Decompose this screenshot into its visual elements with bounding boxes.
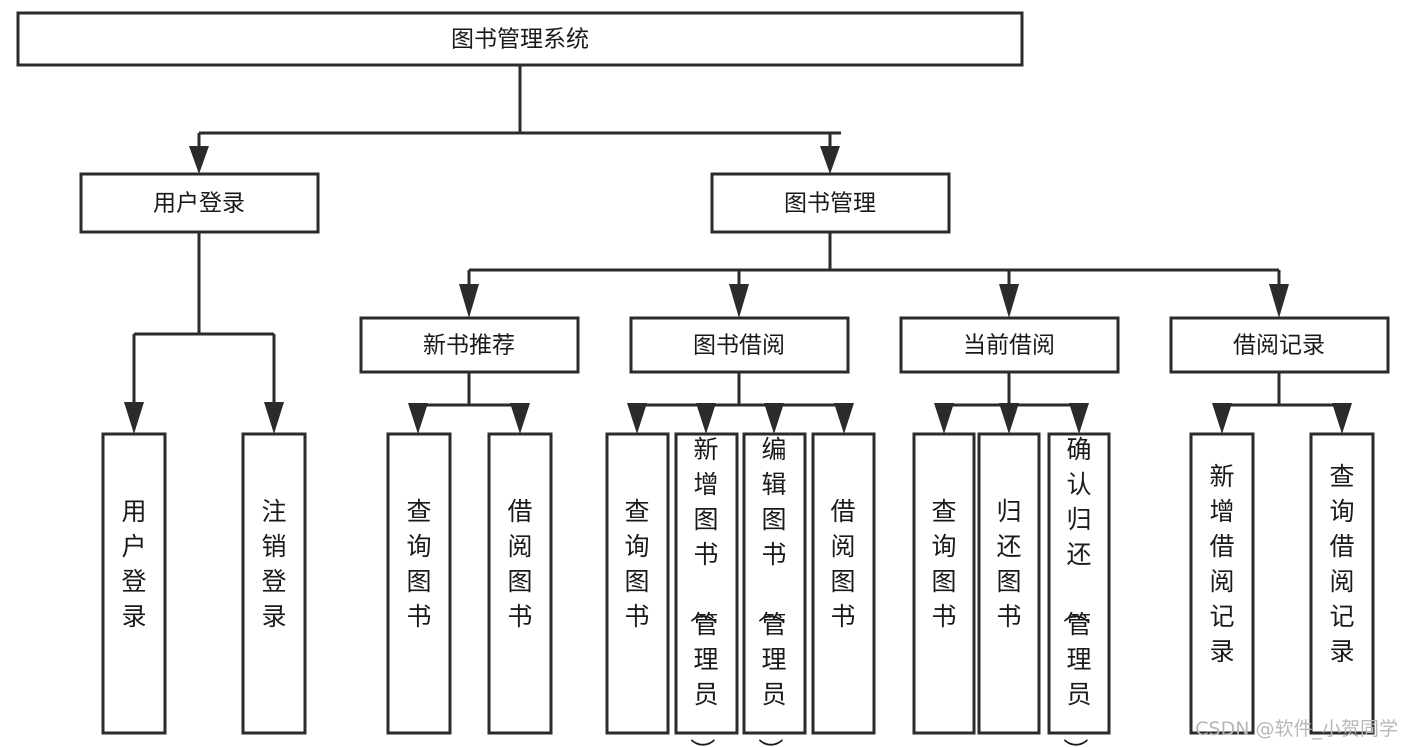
leaf-query-book-1-box[interactable] [386, 432, 452, 735]
leaf-return-book-label: 归还图书 [996, 497, 1021, 631]
node-root-box[interactable] [16, 11, 1024, 67]
leaf-node-query-record[interactable]: 查询借阅记录 [1309, 432, 1375, 735]
leaf-borrow-book-2-box[interactable] [811, 432, 876, 735]
leaf-node-confirm-return[interactable]: 确认归还（管理员） [1047, 432, 1111, 747]
leaf-logout-login-box[interactable] [241, 432, 307, 735]
node-user-login-label: 用户登录 [153, 191, 245, 217]
node-borrow-record[interactable]: 借阅记录 [1169, 316, 1390, 374]
leaf-borrow-book-1-box[interactable] [487, 432, 553, 735]
leaf-node-add-book[interactable]: 新增图书（管理员） [674, 432, 739, 747]
node-book-borrow-label: 图书借阅 [693, 333, 785, 359]
leaf-node-borrow-book-2[interactable]: 借阅图书 [811, 432, 876, 735]
leaf-add-book-box[interactable] [674, 432, 739, 735]
arrow-head-leaf-confirm-return [1069, 403, 1089, 434]
arrow-head-new-book-rec [459, 284, 479, 318]
arrow-head-leaf-query-book-3 [934, 403, 954, 434]
arrow-head-book-borrow [729, 284, 749, 318]
node-borrow-record-label: 借阅记录 [1233, 333, 1325, 359]
leaf-query-record-label: 查询借阅记录 [1329, 462, 1354, 666]
leaf-node-query-book-2[interactable]: 查询图书 [605, 432, 670, 735]
connector-layer [124, 65, 1352, 434]
leaf-borrow-book-1-label: 借阅图书 [507, 497, 532, 631]
node-current-borrow-label: 当前借阅 [963, 333, 1055, 359]
arrow-head-user-login [189, 146, 209, 174]
node-new-book-rec-box[interactable] [359, 316, 580, 374]
leaf-query-book-2-label: 查询图书 [624, 497, 649, 631]
leaf-return-book-box[interactable] [977, 432, 1041, 735]
leaf-logout-login-label: 注销登录 [261, 497, 286, 631]
leaf-add-record-box[interactable] [1189, 432, 1255, 735]
node-user-login[interactable]: 用户登录 [79, 172, 320, 234]
leaf-edit-book-box[interactable] [742, 432, 807, 735]
leaf-confirm-return-label: 确认归还（管理员） [1060, 435, 1091, 747]
leaf-user-login-label: 用户登录 [121, 497, 146, 631]
node-current-borrow[interactable]: 当前借阅 [899, 316, 1120, 374]
leaf-node-edit-book[interactable]: 编辑图书（管理员） [742, 432, 807, 747]
leaf-query-book-3-box[interactable] [912, 432, 976, 735]
arrow-head-leaf-query-book-1 [408, 403, 428, 434]
node-new-book-rec-label: 新书推荐 [423, 333, 515, 359]
leaf-edit-book-label: 编辑图书（管理员） [755, 435, 786, 747]
node-new-book-rec[interactable]: 新书推荐 [359, 316, 580, 374]
node-book-borrow-box[interactable] [629, 316, 850, 374]
leaf-query-book-2-box[interactable] [605, 432, 670, 735]
leaf-node-return-book[interactable]: 归还图书 [977, 432, 1041, 735]
arrow-head-current-borrow [999, 284, 1019, 318]
arrow-head-book-manage [820, 146, 840, 174]
arrow-head-leaf-add-record [1212, 403, 1232, 434]
arrow-head-leaf-query-book-2 [627, 403, 647, 434]
leaf-node-add-record[interactable]: 新增借阅记录 [1189, 432, 1255, 735]
node-book-manage-label: 图书管理 [784, 191, 876, 217]
node-user-login-box[interactable] [79, 172, 320, 234]
leaf-query-book-1-label: 查询图书 [406, 497, 431, 631]
leaf-user-login-box[interactable] [101, 432, 167, 735]
arrow-head-leaf-add-book [696, 403, 716, 434]
node-book-manage[interactable]: 图书管理 [710, 172, 951, 234]
arrow-head-leaf-user-login [124, 402, 144, 434]
node-root[interactable]: 图书管理系统 [16, 11, 1024, 67]
arrow-head-leaf-return-book [999, 403, 1019, 434]
node-book-manage-box[interactable] [710, 172, 951, 234]
node-current-borrow-box[interactable] [899, 316, 1120, 374]
leaf-node-user-login[interactable]: 用户登录 [101, 432, 167, 735]
node-root-label: 图书管理系统 [451, 27, 589, 53]
leaf-query-record-box[interactable] [1309, 432, 1375, 735]
arrow-head-leaf-borrow-book-2 [834, 403, 854, 434]
node-borrow-record-box[interactable] [1169, 316, 1390, 374]
leaf-query-book-3-label: 查询图书 [931, 497, 956, 631]
leaf-node-query-book-1[interactable]: 查询图书 [386, 432, 452, 735]
leaf-borrow-book-2-label: 借阅图书 [830, 497, 855, 631]
arrow-head-leaf-logout-login [264, 402, 284, 434]
csdn-watermark: CSDN @软件_小贺同学 [1195, 718, 1398, 740]
arrow-head-leaf-borrow-book-1 [510, 403, 530, 434]
arrow-head-borrow-record [1269, 284, 1289, 318]
leaf-add-book-label: 新增图书（管理员） [687, 435, 718, 747]
arrow-head-leaf-query-record [1332, 403, 1352, 434]
leaf-add-record-label: 新增借阅记录 [1209, 462, 1234, 666]
leaf-node-query-book-3[interactable]: 查询图书 [912, 432, 976, 735]
leaf-node-logout-login[interactable]: 注销登录 [241, 432, 307, 735]
arrow-head-leaf-edit-book [764, 403, 784, 434]
leaf-node-borrow-book-1[interactable]: 借阅图书 [487, 432, 553, 735]
node-book-borrow[interactable]: 图书借阅 [629, 316, 850, 374]
leaf-confirm-return-box[interactable] [1047, 432, 1111, 735]
